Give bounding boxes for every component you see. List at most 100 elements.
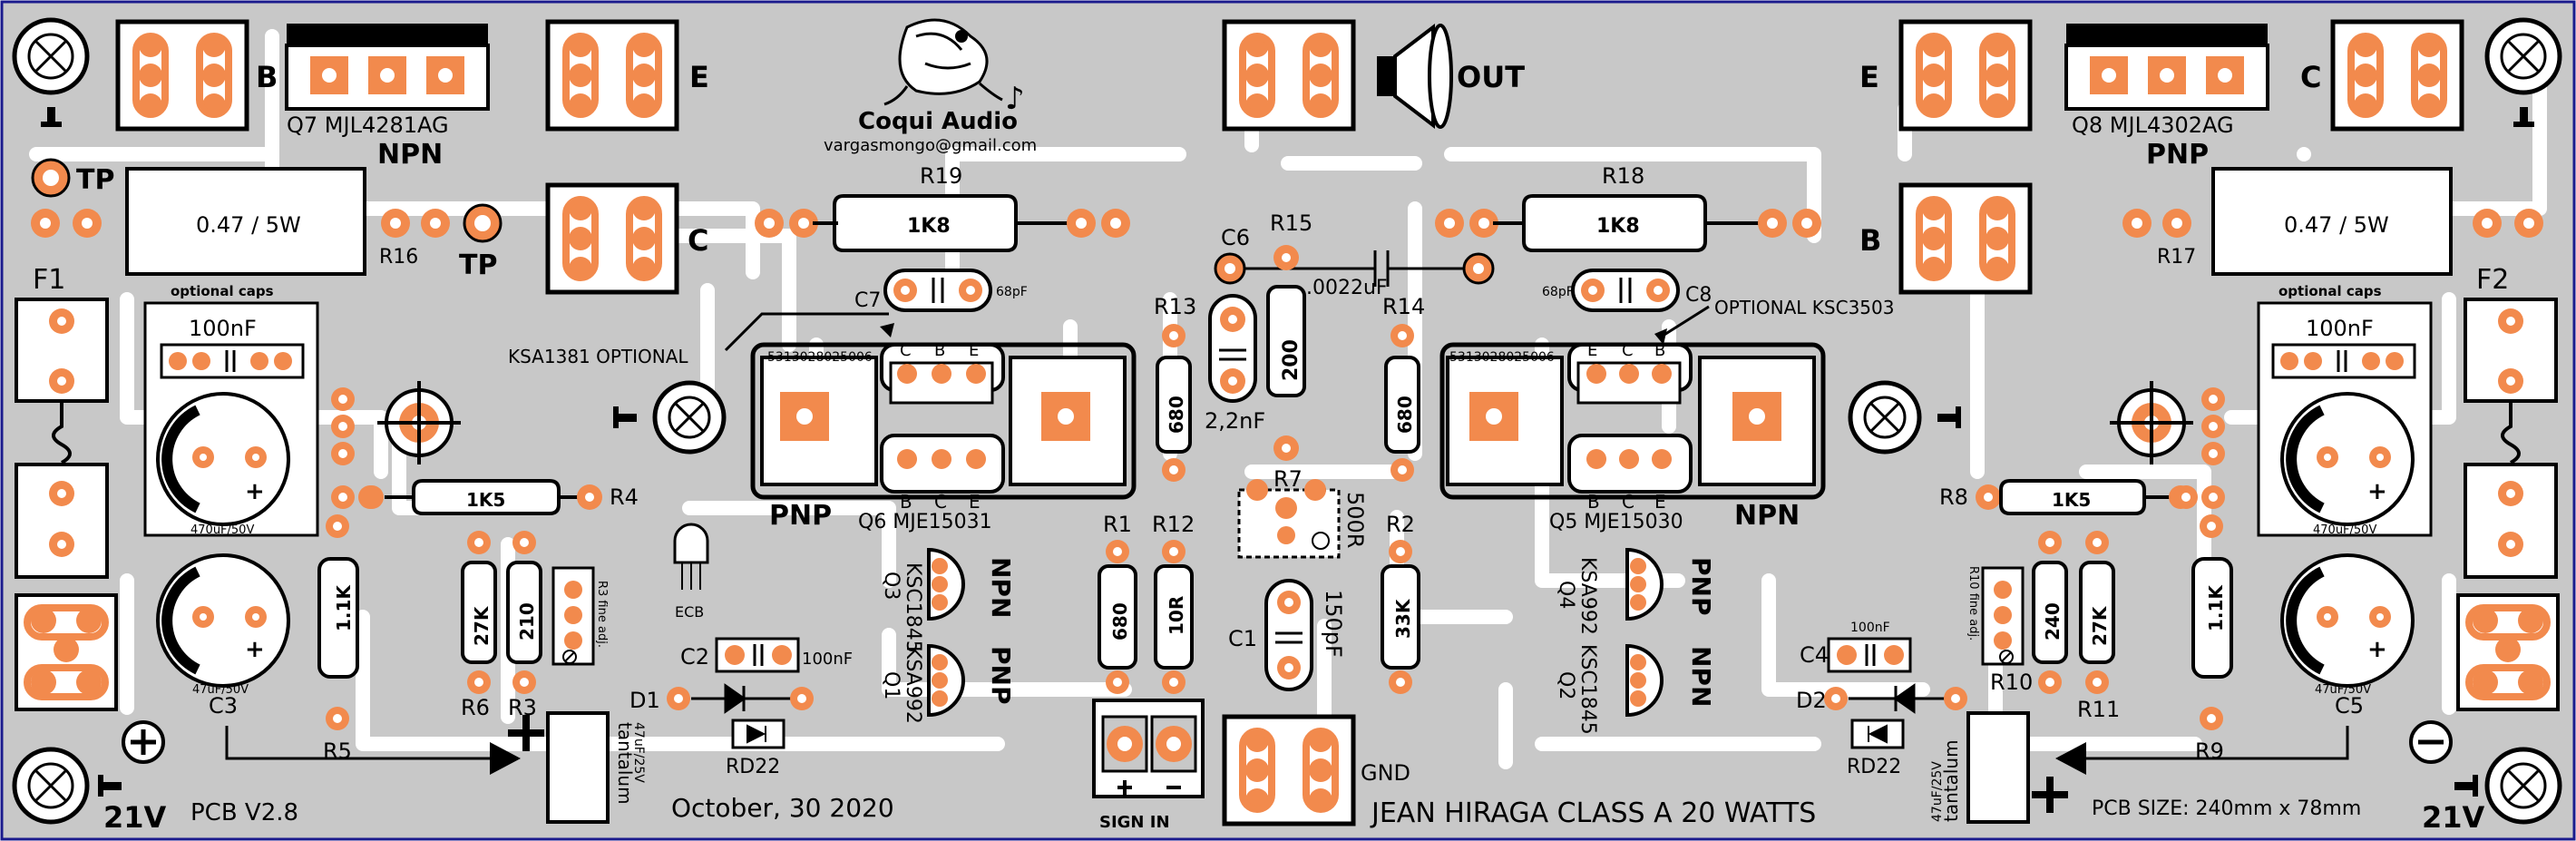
q6-pin-c2: C [934,491,947,513]
r18-value: 1K8 [1596,215,1640,238]
r14-value: 680 [1394,396,1416,434]
q6-label: Q6 MJE15031 [858,511,992,533]
r11-label: R11 [2077,697,2120,722]
r7-trimmer [1237,479,1341,559]
r1-label: R1 [1103,512,1132,537]
c2-capacitor [715,637,800,673]
c5-value: 47uF/50V [2315,683,2371,697]
r9-value: 1.1K [2205,584,2227,631]
r17-value: 0.47 / 5W [2284,212,2389,238]
tantalum-right [1966,711,2349,824]
r13-value: 680 [1166,396,1187,434]
r3-label: R3 [508,695,537,720]
opt-470-right: 470uF/50V [2313,523,2376,537]
logo-email: vargasmongo@gmail.com [824,136,1037,155]
q1-part: KSA992 [902,646,924,724]
q5-pin-b: B [1654,341,1665,360]
r15-resistor [1266,245,1306,461]
power-terminal-left [15,593,118,711]
c4-capacitor [1827,637,1912,673]
q5-driver [1439,342,1826,500]
mount-hole-bottom-right [2484,747,2562,825]
minus-symbol-icon [2409,720,2453,764]
r14-label: R14 [1382,294,1425,319]
q3-type: NPN [986,557,1016,618]
speaker-icon [1377,23,1453,130]
r8-value: 1K5 [2052,489,2091,511]
cc-value: 2,2nF [1205,408,1265,434]
label-c-right: C [2300,60,2321,94]
opt-100n-right: 100nF [2306,316,2374,341]
q6-type: PNP [769,500,832,532]
r6-label: R6 [461,695,490,720]
gnd-label: GND [1361,760,1410,786]
r10-resistor [2032,531,2068,694]
q4-transistor [1625,547,1664,621]
heatsink-hole-left [652,380,727,455]
svg-text:+: + [245,478,265,505]
r3-value: 210 [516,602,538,641]
q3-part: KSC1845 [902,562,924,653]
r3-adj-label: R3 fine adj. [595,581,609,648]
c2-label: C2 [680,644,709,670]
ksa1381-label: KSA1381 OPTIONAL [508,346,688,367]
r13-label: R13 [1154,294,1196,319]
screw-icon [98,775,122,797]
heatsink-label-left: 5313028025006 [767,350,873,365]
ksc3503-label: OPTIONAL KSC3503 [1714,297,1894,318]
q5-pin-c2: C [1622,491,1634,513]
thermal-pad-left [377,381,461,465]
opt-470-left: 470uF/50V [190,523,254,537]
d1-label: D1 [629,688,660,713]
screw-icon [2513,107,2534,127]
r8-label: R8 [1939,484,1968,510]
label-tp-left-2: TP [459,249,497,281]
svg-text:♪: ♪ [1005,81,1025,117]
pcb-date: October, 30 2020 [671,793,894,823]
q5-pin-e: E [1587,341,1597,360]
r4-label: R4 [610,484,639,510]
pcb-version: PCB V2.8 [190,799,298,826]
q5-type: NPN [1734,500,1800,532]
r19-resistor [755,194,1130,252]
tantalum-left [225,711,610,824]
fuse-f1 [15,298,109,579]
cc-capacitor [1208,294,1257,403]
c4-label: C4 [1800,642,1829,668]
to92-pins: ECB [675,603,704,621]
fuse-f2 [2464,298,2558,579]
q7-footprint [285,24,490,111]
d2-diode [1824,683,1967,714]
screw-icon [2454,775,2478,797]
label-f1: F1 [33,264,65,296]
c6-capacitor [1214,250,1495,287]
mount-hole-top-left [12,17,90,95]
q4-type: PNP [1686,557,1716,615]
q5-pin-b2: B [1587,491,1600,513]
r15-value: 200 [1280,339,1303,381]
supply-left: 21V [103,800,167,835]
q6-pin-b: E [969,341,979,360]
q2-type: NPN [1686,646,1716,707]
r13-resistor [1156,324,1192,482]
d2-label: D2 [1796,688,1827,713]
r5-value: 1.1K [333,584,355,631]
c8-value: 68pF [1542,285,1574,299]
r11-value: 27K [2089,605,2111,646]
q8-footprint [2064,24,2269,111]
screw-icon [613,406,637,428]
terminal-c-right [2330,19,2464,132]
q5-pin-c: C [1622,341,1634,360]
c7-capacitor [883,269,992,312]
c2-value: 100nF [802,650,853,669]
r5-resistor [317,514,359,730]
bias-pads-right [2174,387,2225,509]
r11-resistor [2079,531,2115,694]
terminal-e-right [1898,19,2033,132]
q2-label: Q2 [1555,671,1577,699]
c7-label: C7 [854,289,881,312]
r12-value: 10R [1166,596,1187,635]
supply-right: 21V [2422,800,2485,835]
pcb-size: PCB SIZE: 240mm x 78mm [2092,797,2361,820]
